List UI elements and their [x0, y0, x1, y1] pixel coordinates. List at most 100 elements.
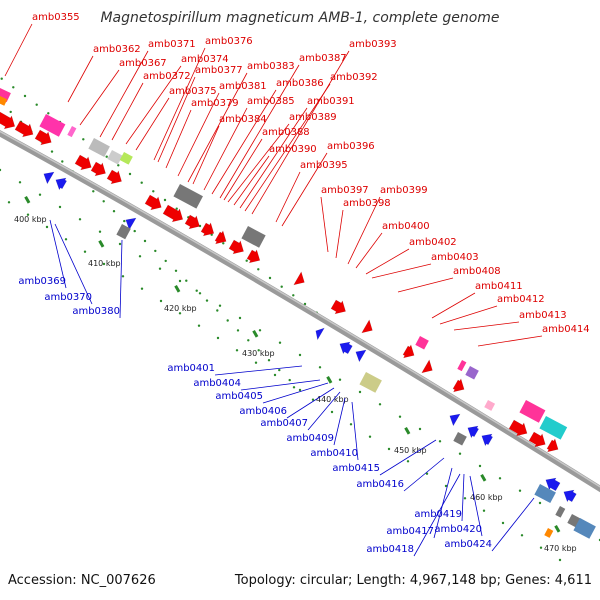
- gene-label: amb0410: [310, 448, 358, 459]
- gene-label: amb0374: [181, 54, 229, 65]
- label-lines: [4, 23, 543, 557]
- gene-arrow: [55, 177, 68, 191]
- tick-label: 420 kbp: [164, 304, 197, 313]
- gene-box: [555, 506, 566, 518]
- gene-box: [241, 226, 266, 248]
- gene-box: [573, 518, 596, 539]
- gene-arrow: [361, 319, 373, 334]
- gene-arrow: [449, 413, 461, 427]
- label-leader-line: [251, 50, 350, 215]
- tick-mark: [480, 474, 487, 482]
- label-leader-line: [262, 382, 329, 404]
- label-leader-line: [4, 23, 33, 77]
- gene-label: amb0420: [434, 524, 482, 535]
- gene-arrow: [452, 378, 465, 393]
- gene-arrow: [563, 489, 577, 503]
- gene-arrow: [293, 271, 305, 286]
- gene-label: amb0387: [299, 53, 347, 64]
- gene-arrow: [355, 349, 367, 363]
- label-leader-line: [99, 50, 149, 138]
- label-leader-line: [275, 171, 301, 223]
- tick-label: 440 kbp: [316, 395, 349, 404]
- tick-mark: [174, 285, 181, 293]
- tick-label: 460 kbp: [470, 493, 503, 502]
- label-leader-line: [119, 239, 123, 319]
- label-leader-line: [135, 97, 170, 151]
- gene-box: [457, 360, 467, 372]
- gene-label: amb0397: [321, 185, 369, 196]
- label-leader-line: [469, 475, 483, 537]
- gene-box: [484, 399, 496, 411]
- gene-label: amb0391: [307, 96, 355, 107]
- gene-arrow: [330, 299, 346, 315]
- label-leader-line: [371, 263, 432, 279]
- label-leader-line: [240, 379, 321, 391]
- genome-backbone: [0, 130, 600, 493]
- label-leader-line: [187, 72, 248, 183]
- gene-box: [119, 151, 133, 165]
- label-leader-line: [491, 497, 535, 552]
- gene-label: amb0418: [366, 544, 414, 555]
- gene-label: amb0419: [414, 509, 462, 520]
- label-leader-line: [153, 47, 206, 161]
- gene-label: amb0385: [247, 96, 295, 107]
- label-leader-line: [192, 125, 220, 185]
- label-leader-line: [453, 321, 520, 331]
- gene-features: [0, 88, 596, 539]
- gene-label: amb0370: [44, 292, 92, 303]
- label-leader-line: [54, 223, 93, 305]
- gene-label: amb0402: [409, 237, 457, 248]
- gene-label: amb0386: [276, 78, 324, 89]
- gene-arrow: [315, 327, 325, 341]
- gene-box: [453, 432, 467, 446]
- gene-label: amb0424: [444, 539, 492, 550]
- label-leader-line: [413, 473, 461, 557]
- label-leader-line: [211, 89, 277, 195]
- gene-label: amb0388: [262, 127, 310, 138]
- gene-arrow: [214, 230, 227, 245]
- gene-arrow: [339, 341, 353, 355]
- gene-label: amb0412: [497, 294, 545, 305]
- gene-box: [359, 371, 382, 393]
- tick-mark: [252, 330, 259, 338]
- label-leader-line: [227, 123, 290, 203]
- label-leader-line: [307, 391, 341, 431]
- gene-box: [39, 113, 66, 137]
- tick-label: 470 kbp: [544, 544, 577, 553]
- gene-label: amb0377: [195, 65, 243, 76]
- gene-arrow: [0, 111, 16, 130]
- gene-arrow: [43, 171, 55, 185]
- gene-label: amb0405: [215, 391, 263, 402]
- gene-label: amb0399: [380, 185, 428, 196]
- gene-arrow: [545, 477, 561, 492]
- label-leader-line: [461, 473, 465, 522]
- tick-label: 430 kbp: [242, 349, 275, 358]
- gene-arrow: [14, 120, 34, 138]
- label-leader-line: [219, 64, 300, 199]
- gene-box: [173, 184, 203, 209]
- gene-label: amb0404: [193, 378, 241, 389]
- tick-label: 400 kbp: [14, 215, 47, 224]
- label-leader-line: [335, 209, 344, 259]
- label-leader-line: [320, 196, 329, 253]
- label-leader-line: [125, 65, 182, 145]
- label-leader-line: [281, 152, 328, 227]
- gene-label: amb0371: [148, 39, 196, 50]
- gene-label: amb0416: [356, 479, 404, 490]
- gene-label: amb0401: [167, 363, 215, 374]
- gene-label: amb0396: [327, 141, 375, 152]
- gene-label: amb0389: [289, 112, 337, 123]
- gene-label: amb0403: [431, 252, 479, 263]
- gene-label: amb0414: [542, 324, 590, 335]
- label-leader-line: [233, 155, 270, 206]
- gene-label: amb0415: [332, 463, 380, 474]
- gene-box: [67, 125, 77, 138]
- gene-arrow: [467, 425, 480, 439]
- tick-label: 450 kbp: [394, 446, 427, 455]
- gene-label: amb0398: [343, 198, 391, 209]
- label-leader-line: [351, 401, 359, 461]
- gene-label: amb0407: [260, 418, 308, 429]
- gene-box: [107, 149, 123, 165]
- label-leader-line: [79, 69, 120, 126]
